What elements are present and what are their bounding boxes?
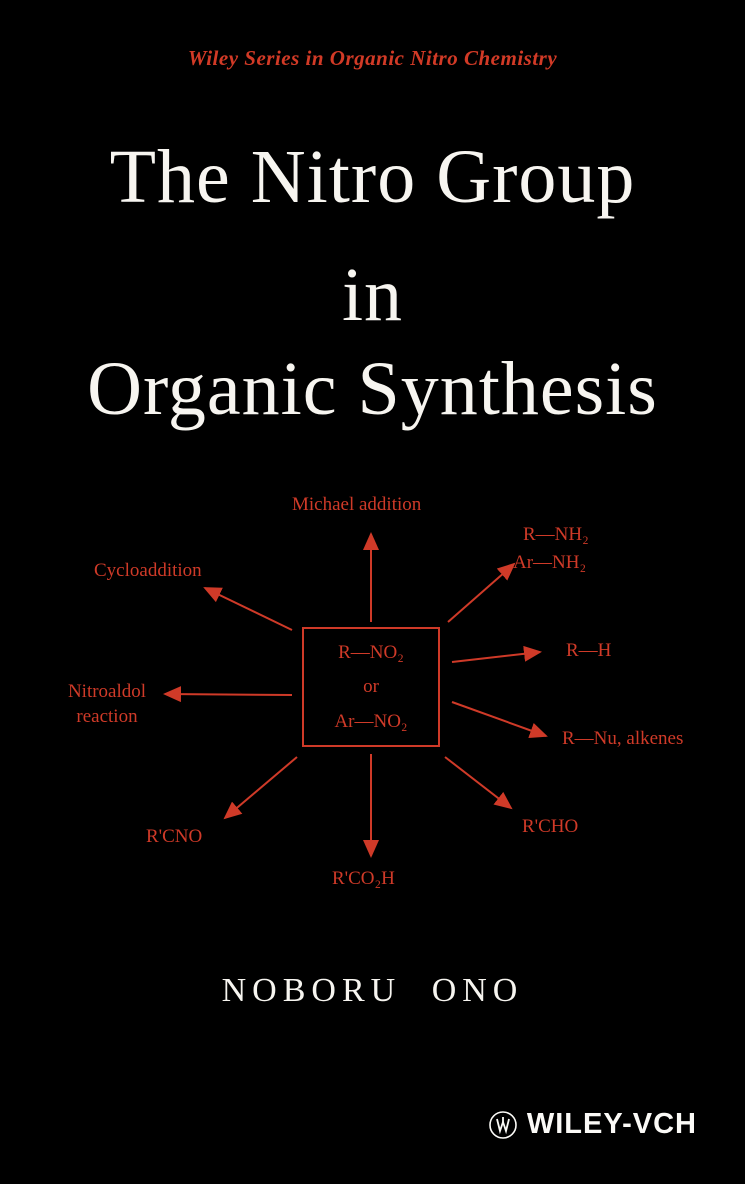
center-box-line-1: R—NO₂ <box>338 641 404 663</box>
title-line-3: Organic Synthesis <box>87 347 658 431</box>
label-rcno: R'CNO <box>146 826 203 847</box>
label-rco2h: R'CO₂H <box>332 868 395 889</box>
center-box-line-3: Ar—NO₂ <box>334 710 408 732</box>
center-box-line-2: or <box>363 676 379 697</box>
label-r-nh2: R—NH₂ <box>523 524 589 545</box>
arrow-lower-right <box>451 701 548 739</box>
label-r-nu-alkenes: R—Nu, alkenes <box>562 728 684 749</box>
arrow-bottom-right <box>444 756 513 810</box>
title-line-2: in <box>341 253 404 337</box>
arrow-left <box>163 686 293 703</box>
label-rcho: R'CHO <box>522 816 579 837</box>
label-cycloaddition: Cycloaddition <box>94 560 202 581</box>
label-nitroaldol-line-1: Nitroaldol <box>67 681 147 702</box>
publisher-logo: WILEY-VCH <box>487 1108 697 1141</box>
wiley-colophon-icon <box>489 1110 517 1139</box>
label-ar-nh2: Ar—NH₂ <box>513 552 587 573</box>
arrow-bottom-left <box>223 756 298 820</box>
publisher-name: WILEY-VCH <box>526 1108 697 1140</box>
diagram-arrows <box>163 532 548 858</box>
label-michael-addition: Michael addition <box>292 494 422 515</box>
series-title: Wiley Series in Organic Nitro Chemistry <box>187 46 558 70</box>
arrow-right <box>451 645 542 663</box>
center-box: R—NO₂ or Ar—NO₂ <box>302 627 440 747</box>
arrow-upper-right <box>447 562 516 623</box>
arrow-upper-left <box>203 587 293 631</box>
label-nitroaldol-line-2: reaction <box>76 705 138 727</box>
author-name: NOBORU ONO <box>221 972 524 1009</box>
label-nitroaldol-reaction: Nitroaldol reaction <box>52 680 162 729</box>
title-line-1: The Nitro Group <box>109 135 636 219</box>
label-r-h: R—H <box>566 640 612 661</box>
